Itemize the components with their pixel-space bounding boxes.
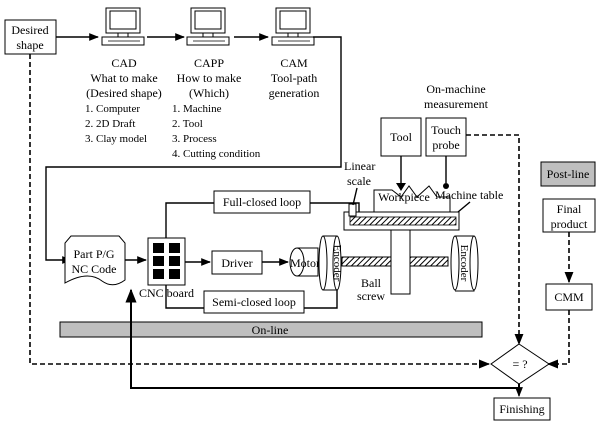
final-product-line2: product <box>551 217 588 231</box>
machine-table-pointer <box>457 201 471 213</box>
left-encoder: Encoder <box>318 235 343 291</box>
right-encoder-label: Encoder <box>458 245 470 282</box>
linear-scale-pointer <box>352 187 358 206</box>
cad-subtitle-1: What to make <box>90 71 157 85</box>
touch-probe-box: Touch probe <box>425 117 467 157</box>
driver-box: Driver <box>211 250 263 275</box>
on-line-bar: On-line <box>59 321 483 338</box>
on-machine-title-1: On-machine <box>426 82 485 96</box>
touch-probe-line1: Touch <box>431 123 461 137</box>
machine-table-label: Machine table <box>435 188 503 202</box>
cmm-label: CMM <box>554 290 584 304</box>
linear-scale-bar <box>349 216 457 226</box>
capp-item: 3. Process <box>172 133 217 145</box>
motor: Motor <box>289 247 320 277</box>
decision-label: = ? <box>512 357 527 371</box>
capp-item: 4. Cutting condition <box>172 148 261 160</box>
final-product-box: Final product <box>542 198 596 233</box>
column-base <box>390 229 411 295</box>
tool-label: Tool <box>390 130 412 144</box>
decision-diamond: = ? <box>490 343 550 385</box>
capp-item: 1. Machine <box>172 103 222 115</box>
full-closed-loop-box: Full-closed loop <box>213 190 311 214</box>
driver-label: Driver <box>221 256 252 270</box>
cam-title: CAM <box>280 56 308 70</box>
cad-subtitle-2: (Desired shape) <box>86 86 162 100</box>
linear-scale-head <box>348 203 357 217</box>
left-encoder-label: Encoder <box>331 245 343 282</box>
cam-subtitle-2: generation <box>269 86 320 100</box>
dashed-probe-to-decision <box>466 134 524 346</box>
capp-subtitle-1: How to make <box>177 71 242 85</box>
right-encoder: Encoder <box>450 235 479 292</box>
probe-tip <box>443 183 449 189</box>
semi-closed-loop-label: Semi-closed loop <box>212 295 296 309</box>
on-machine-title-2: measurement <box>424 97 489 111</box>
dashed-cmm-to-decision <box>546 310 570 369</box>
desired-shape-line1: Desired <box>11 23 48 37</box>
part-program-line1: Part P/G <box>73 247 114 261</box>
cad-item: 3. Clay model <box>85 133 147 145</box>
cnc-board <box>147 237 186 286</box>
cad-title: CAD <box>111 56 137 70</box>
arrow-cam-to-part-program <box>45 36 342 264</box>
cnc-board-label: CNC board <box>139 286 194 300</box>
capp-subtitle-2: (Which) <box>189 86 229 100</box>
capp-computer-icon <box>186 7 230 46</box>
ball-screw-line2: screw <box>357 289 385 303</box>
linear-scale-line2: scale <box>347 174 371 188</box>
cad-computer-icon <box>101 7 145 46</box>
cam-computer-icon <box>271 7 315 46</box>
cad-item: 1. Computer <box>85 103 140 115</box>
touch-probe-line2: probe <box>432 138 459 152</box>
capp-item: 2. Tool <box>172 118 203 130</box>
dashed-shape-to-decision <box>29 54 491 369</box>
tool-box: Tool <box>380 117 422 157</box>
desired-shape-line2: shape <box>16 38 43 52</box>
finishing-box: Finishing <box>493 397 551 421</box>
cam-subtitle-1: Tool-path <box>271 71 317 85</box>
ball-screw-line1: Ball <box>361 276 382 290</box>
workpiece-label: Workpiece <box>378 190 430 204</box>
full-closed-loop-label: Full-closed loop <box>223 195 301 209</box>
final-product-line1: Final <box>557 202 582 216</box>
post-line-box: Post-line <box>540 161 596 187</box>
cad-item: 2. 2D Draft <box>85 118 135 130</box>
linear-scale-line1: Linear <box>344 159 375 173</box>
feedback-to-cnc <box>125 288 520 389</box>
motor-label: Motor <box>290 256 320 270</box>
desired-shape-box: Desired shape <box>4 19 57 55</box>
finishing-label: Finishing <box>499 402 544 416</box>
on-line-label: On-line <box>252 323 289 337</box>
part-program-doc: Part P/G NC Code <box>64 235 126 286</box>
part-program-line2: NC Code <box>72 262 117 276</box>
cmm-box: CMM <box>545 283 593 311</box>
semi-closed-loop-box: Semi-closed loop <box>203 290 305 314</box>
tool-tip <box>396 183 406 191</box>
capp-title: CAPP <box>194 56 224 70</box>
post-line-label: Post-line <box>547 167 590 181</box>
